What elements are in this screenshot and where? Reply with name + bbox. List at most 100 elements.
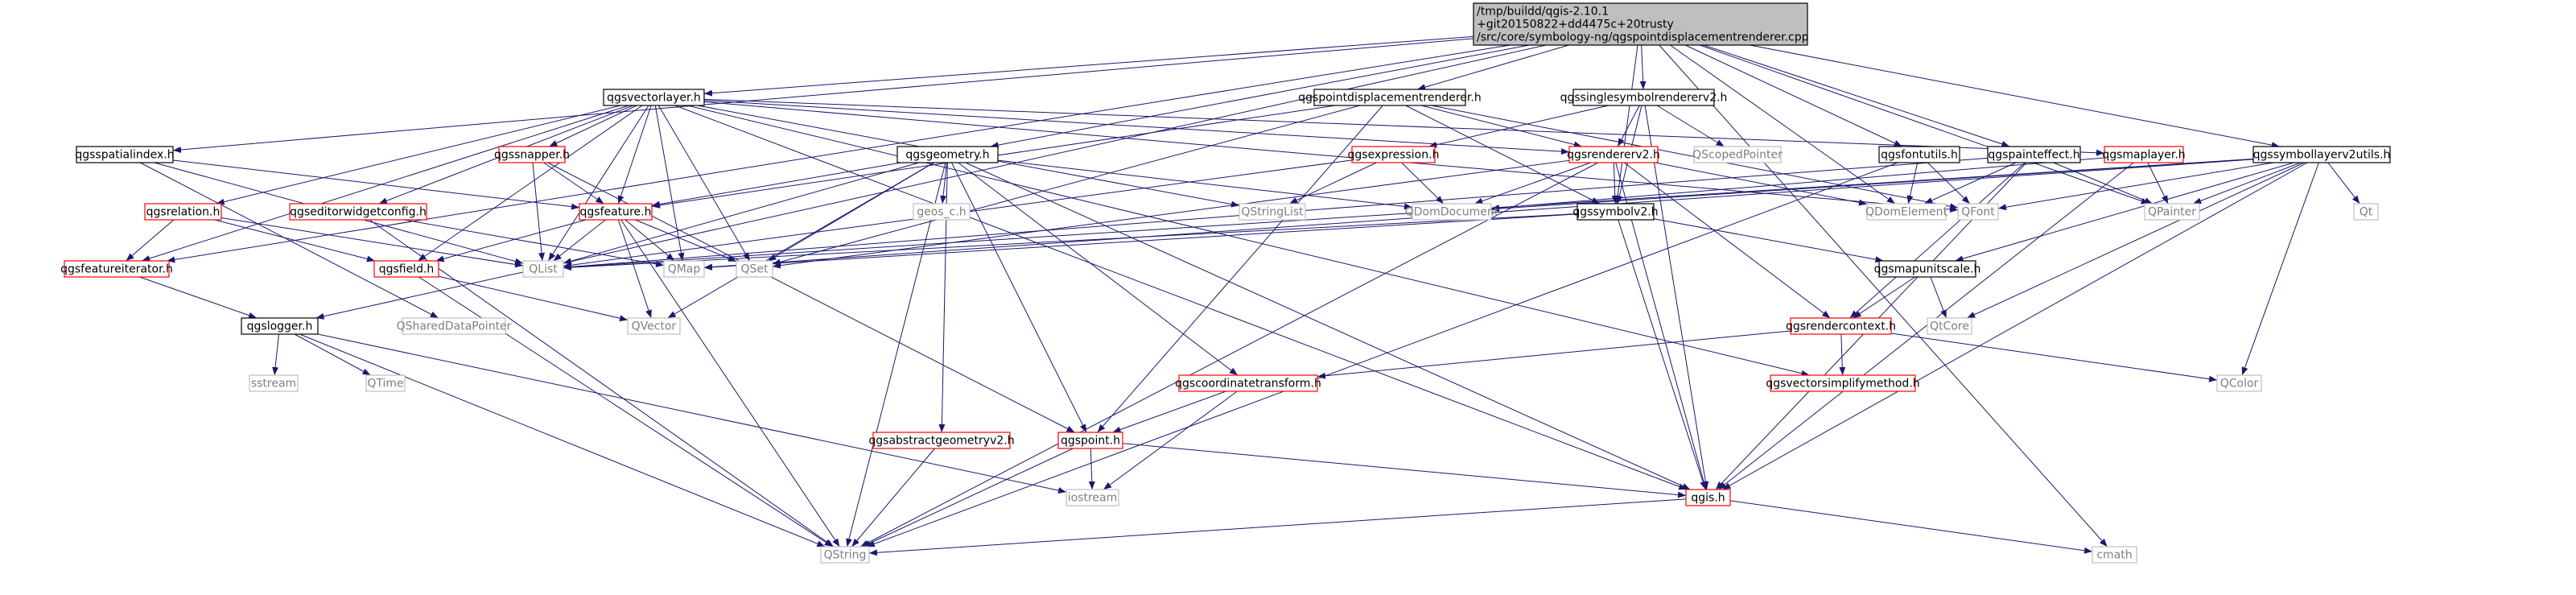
- node-label-featureiter: qgsfeatureiterator.h: [60, 263, 173, 276]
- node-iostream[interactable]: iostream: [1065, 489, 1119, 506]
- edge-rendererv2-qset: [772, 159, 1570, 269]
- edge-spatialindex-feature: [172, 159, 580, 210]
- node-qt[interactable]: Qt: [2353, 203, 2379, 221]
- node-expression[interactable]: qgsexpression.h: [1348, 146, 1440, 163]
- edge-root-pdr: [1417, 44, 1569, 91]
- edge-snapper-qlist: [532, 162, 546, 262]
- node-simplify[interactable]: qgsvectorsimplifymethod.h: [1766, 374, 1920, 392]
- node-snapper[interactable]: qgssnapper.h: [494, 146, 570, 163]
- edge-spatialindex-shareddata: [139, 162, 439, 319]
- node-sstream[interactable]: sstream: [249, 374, 299, 392]
- node-label-qfont: QFont: [1961, 206, 1995, 219]
- node-pdr[interactable]: qgspointdisplacementrenderer.h: [1298, 89, 1482, 106]
- edge-singlesym-expression: [1428, 105, 1609, 148]
- node-box-qmap: [663, 260, 705, 278]
- edge-maplayer-qpainter: [2147, 162, 2169, 205]
- node-label-coordtrans: qgscoordinatetransform.h: [1175, 378, 1321, 390]
- node-coordtrans[interactable]: qgscoordinatetransform.h: [1175, 374, 1321, 392]
- node-box-rendererv2: [1568, 146, 1659, 163]
- node-label-fontutils: qgsfontutils.h: [1881, 149, 1958, 162]
- node-spatialindex[interactable]: qgsspatialindex.h: [75, 146, 175, 163]
- node-box-vectorlayer: [603, 89, 705, 106]
- edge-symlayerutils-qgis: [1722, 162, 2308, 490]
- edge-coordtrans-iostream: [1103, 390, 1238, 490]
- node-symbolv2[interactable]: qgssymbolv2.h: [1572, 203, 1659, 221]
- node-fontutils[interactable]: qgsfontutils.h: [1878, 146, 1960, 163]
- node-geometry[interactable]: qgsgeometry.h: [896, 146, 999, 163]
- node-vectorlayer[interactable]: qgsvectorlayer.h: [603, 89, 705, 106]
- node-qgis[interactable]: qgis.h: [1685, 489, 1731, 506]
- edge-maplayer-qgis: [1717, 162, 2134, 490]
- node-qcolor[interactable]: QColor: [2216, 374, 2262, 392]
- edge-root-geometry: [990, 44, 1530, 149]
- node-field[interactable]: qgsfield.h: [373, 260, 439, 278]
- node-feature[interactable]: qgsfeature.h: [579, 203, 653, 221]
- node-qtcore[interactable]: QtCore: [1927, 317, 1972, 335]
- node-point[interactable]: qgspoint.h: [1057, 432, 1123, 449]
- node-maplayer[interactable]: qgsmaplayer.h: [2102, 146, 2186, 163]
- edge-symlayerutils-qcolor: [2241, 162, 2319, 376]
- edge-vectorlayer-qset: [657, 105, 751, 262]
- edge-featureiter-logger: [139, 276, 258, 319]
- node-box-coordtrans: [1178, 374, 1318, 392]
- edge-geometry-domdoc: [997, 159, 1413, 210]
- edge-relation-qlist: [221, 217, 524, 268]
- node-label-symbolv2: qgssymbolv2.h: [1572, 206, 1658, 219]
- edge-absgeom-qstring: [851, 448, 935, 547]
- node-absgeom[interactable]: qgsabstractgeometryv2.h: [868, 432, 1015, 449]
- node-geosc[interactable]: geos_c.h: [913, 203, 971, 221]
- node-qmap[interactable]: QMap: [663, 260, 705, 278]
- edge-pdr-qset: [772, 105, 1361, 266]
- node-domdoc[interactable]: QDomDocument: [1405, 203, 1499, 221]
- node-rendercontext[interactable]: qgsrendercontext.h: [1786, 317, 1896, 335]
- node-domelem[interactable]: QDomElement: [1865, 203, 1947, 221]
- node-cmath[interactable]: cmath: [2092, 546, 2137, 564]
- edge-expression-domdoc: [1401, 162, 1445, 205]
- node-box-symlayerutils: [2252, 146, 2391, 163]
- node-stringlist[interactable]: QStringList: [1239, 203, 1306, 221]
- node-label-field: qgsfield.h: [379, 263, 435, 276]
- edge-root-logger: [315, 44, 1547, 320]
- node-scopedptr[interactable]: QScopedPointer: [1692, 146, 1783, 163]
- edge-symlayerutils-qpainter: [2193, 162, 2301, 205]
- node-qstring[interactable]: QString: [820, 546, 870, 564]
- node-qset[interactable]: QSet: [736, 260, 773, 278]
- edge-feature-qvector: [617, 219, 652, 319]
- node-symlayerutils[interactable]: qgssymbollayerv2utils.h: [2252, 146, 2391, 163]
- edge-singlesym-qgis: [1644, 105, 1709, 490]
- edge-qgis-qstring: [868, 498, 1687, 556]
- edge-vectorlayer-qgis: [674, 105, 1688, 490]
- node-label-logger: qgslogger.h: [247, 320, 313, 333]
- node-rendererv2[interactable]: qgsrendererv2.h: [1567, 146, 1660, 163]
- node-box-maplayer: [2104, 146, 2184, 163]
- edge-rendererv2-qstring: [859, 162, 1599, 547]
- edge-pdr-rendererv2: [1421, 105, 1582, 148]
- node-label-editorwidget: qgseditorwidgetconfig.h: [290, 206, 427, 219]
- node-qfont[interactable]: QFont: [1957, 203, 1999, 221]
- edge-pdr-point: [1097, 105, 1383, 433]
- node-label-feature: qgsfeature.h: [580, 206, 652, 219]
- node-qpainter[interactable]: QPainter: [2144, 203, 2200, 221]
- edge-singlesym-scopedptr: [1656, 105, 1725, 147]
- edge-vectorlayer-maplayer: [703, 98, 2105, 156]
- node-qlist[interactable]: QList: [522, 260, 564, 278]
- edge-pdr-symbolv2: [1405, 105, 1600, 205]
- node-shareddata[interactable]: QSharedDataPointer: [397, 317, 512, 335]
- node-logger[interactable]: qgslogger.h: [241, 317, 319, 335]
- node-editorwidget[interactable]: qgseditorwidgetconfig.h: [289, 203, 427, 221]
- node-qvector[interactable]: QVector: [627, 317, 681, 335]
- node-mapunitscale[interactable]: qgsmapunitscale.h: [1874, 260, 1981, 278]
- edge-symlayerutils-domdoc: [1490, 159, 2254, 213]
- node-root[interactable]: /tmp/buildd/qgis-2.10.1+git20150822+dd44…: [1473, 2, 1809, 46]
- node-singlesym[interactable]: qgssinglesymbolrendererv2.h: [1560, 89, 1728, 106]
- edge-mapunitscale-qtcore: [1930, 276, 1947, 319]
- node-relation[interactable]: qgsrelation.h: [144, 203, 222, 221]
- node-box-qvector: [627, 317, 681, 335]
- node-painteffect[interactable]: qgspainteffect.h: [1987, 146, 2081, 163]
- node-box-featureiter: [64, 260, 170, 278]
- node-featureiter[interactable]: qgsfeatureiterator.h: [60, 260, 173, 278]
- node-label-singlesym: qgssinglesymbolrendererv2.h: [1560, 92, 1728, 105]
- node-qtime[interactable]: QTime: [365, 374, 406, 392]
- edge-field-qvector: [438, 275, 629, 322]
